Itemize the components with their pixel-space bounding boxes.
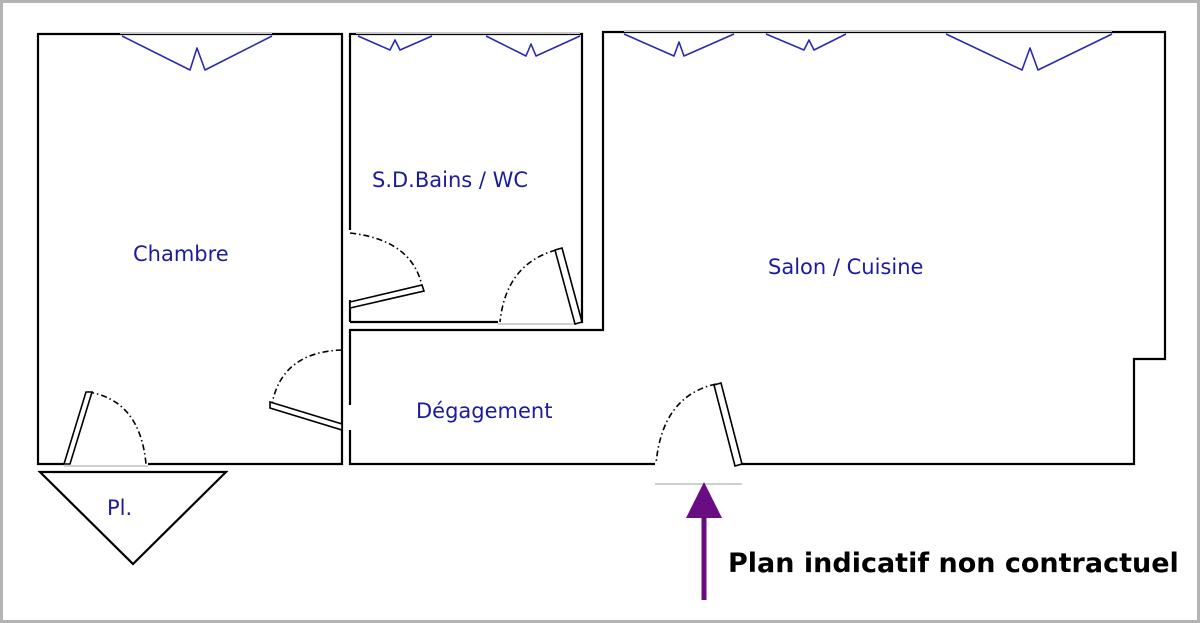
window-bathroom-mark-2: [485, 35, 581, 57]
door-swing-bathroom-bottom: [499, 249, 557, 323]
wall-salon: [582, 30, 1167, 466]
entrance-arrow-head: [686, 482, 722, 518]
wall-corridor: [348, 430, 655, 466]
plan-disclaimer: Plan indicatif non contractuel: [728, 548, 1179, 579]
door-swing-chambre-side: [271, 349, 343, 405]
arrow-up-icon: [686, 482, 722, 600]
window-bathroom-mark-1: [357, 35, 433, 51]
door-swing-entrance: [655, 383, 717, 465]
windows: [120, 30, 1113, 71]
room-label-bathroom: S.D.Bains / WC: [372, 168, 528, 192]
room-label-salon: Salon / Cuisine: [768, 255, 923, 279]
door-swing-chambre: [87, 391, 147, 465]
window-chambre-mark: [121, 35, 273, 71]
door-swing-bathroom-left: [349, 232, 423, 287]
room-label-closet: Pl.: [107, 496, 132, 520]
window-salon-mark-3: [945, 33, 1113, 71]
walls: [36, 30, 1167, 566]
window-salon-mark-2: [765, 33, 847, 51]
door-leaf-chambre-side: [269, 400, 343, 432]
doors: [62, 232, 743, 485]
room-label-chambre: Chambre: [133, 242, 229, 266]
window-salon-mark-1: [623, 33, 735, 57]
wall-closet: [37, 470, 229, 566]
wall-corridor-top: [348, 328, 582, 405]
door-leaf-bathroom-left: [349, 284, 426, 310]
door-leaf-entrance: [713, 382, 743, 467]
door-leaf-bathroom-bottom: [554, 247, 583, 325]
room-label-hallway: Dégagement: [416, 399, 552, 423]
door-leaf-chambre: [62, 391, 94, 465]
